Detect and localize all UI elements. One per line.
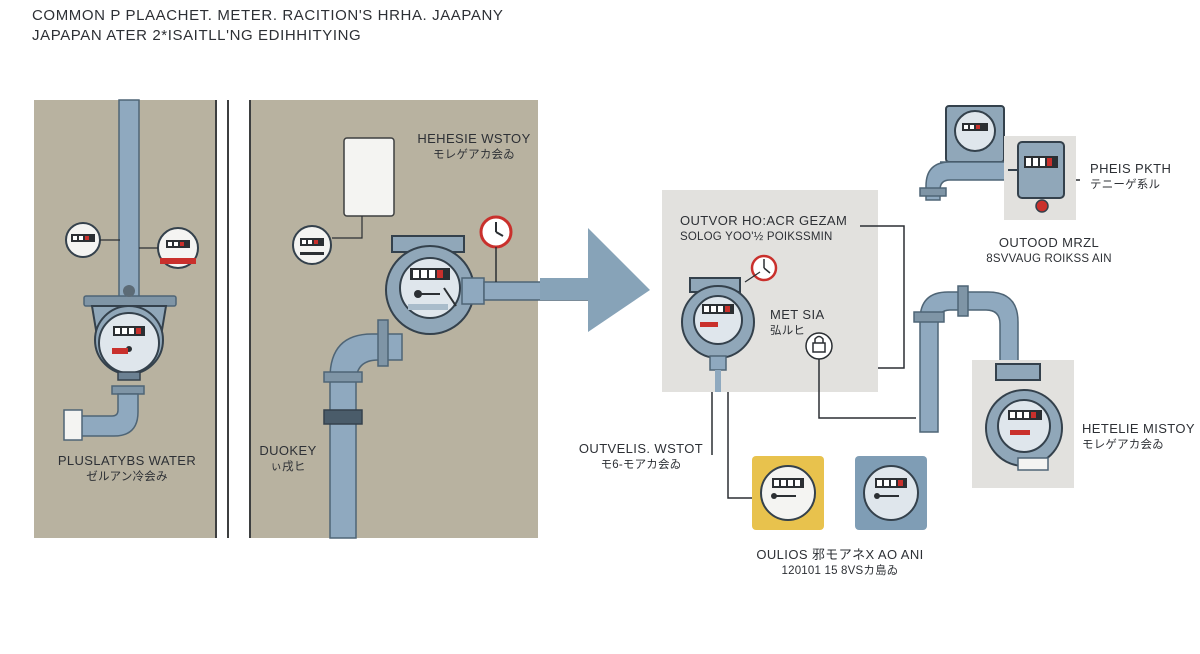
gauge-icon [65,222,120,258]
label-outood-mrzl: OUTOOD MRZL 8SVVAUG ROIKSS AIN [966,234,1132,268]
label-sub: モレゲアカ会ゐ [1082,439,1164,451]
label-sub: 8SVVAUG ROIKSS AIN [986,253,1112,265]
water-meter-icon [681,277,755,392]
label-pheis-pkth: PHEIS PKTH テニーゲ系ル [1090,160,1171,194]
label-outvelis-wstot: OUTVELIS. WSTOT モ6-モアカ会ゐ [578,440,704,474]
flow-arrow-icon [540,228,650,332]
label-main: OUTOOD MRZL [998,235,1100,250]
label-sub: モ6-モアカ会ゐ [600,459,682,471]
outlet-pipe-left [63,385,145,441]
lock-icon [805,332,833,360]
label-main: PLUSLATYBS WATER [57,453,197,468]
label-plustybs-water: PLUSLATYBS WATER ゼルアン冷会み [52,452,202,486]
main-water-pipe [323,319,403,539]
water-meter-icon [985,363,1063,471]
water-meter-icon [919,105,1009,201]
label-duokey: DUOKEY ぃ戌ヒ [258,442,318,476]
label-main: PHEIS PKTH [1090,161,1172,176]
label-hetelie-mistoy: HETELIE MISTOY モレゲアカ会ゐ [1082,420,1195,454]
water-meter-icon [90,305,168,381]
label-sub: ぃ戌ヒ [270,461,306,473]
label-sub: 120101 15 8VSカ島ゐ [781,565,899,577]
gauge-icon [292,225,332,265]
gauge-icon [139,227,199,269]
label-met-sia: MET SIA 弘ルヒ [770,306,825,340]
label-sub: テニーゲ系ル [1090,179,1161,191]
valve-icon [479,215,513,282]
label-main: OUTVOR HO:ACR GEZAM [680,213,848,228]
label-main: OUTVELIS. WSTOT [578,441,704,456]
supply-pipe-left [83,99,177,307]
label-sub: SOLOG YOO'½ POIKSSMIN [680,231,833,243]
meter-card-yellow [752,456,824,530]
label-oulios: OULIOS 邪モアネX AO ANI 120101 15 8VSカ島ゐ [740,546,940,580]
diagram-title-line-1: COMMON P PLAACHET. METER. RACITION'S HRH… [32,7,504,24]
label-outvor: OUTVOR HO:ACR GEZAM SOLOG YOO'½ POIKSSMI… [680,212,847,246]
label-main: HEHESIE WSTOY [417,131,531,146]
label-sub: モレゲアカ会ゐ [433,149,515,161]
label-main: HETELIE MISTOY [1082,421,1195,436]
valve-icon [744,254,778,283]
diagram-title-line-2: JAPAPAN ATER 2*ISAITLL'NG EDIHHITYING [32,27,362,44]
meter-box-icon [332,137,395,239]
label-sub: ゼルアン冷会み [86,471,168,483]
connector-lines [711,179,1080,499]
label-hehesie-wstoy: HEHESIE WSTOY モレゲアカ会ゐ [404,130,544,164]
water-meter-icon [1004,136,1076,220]
label-main: OULIOS 邪モアネX AO ANI [756,547,924,562]
label-main: MET SIA [770,307,825,322]
water-meter-icon [385,235,485,335]
label-sub: 弘ルヒ [770,325,806,337]
label-main: DUOKEY [259,443,317,458]
meter-card-blue [855,456,927,530]
